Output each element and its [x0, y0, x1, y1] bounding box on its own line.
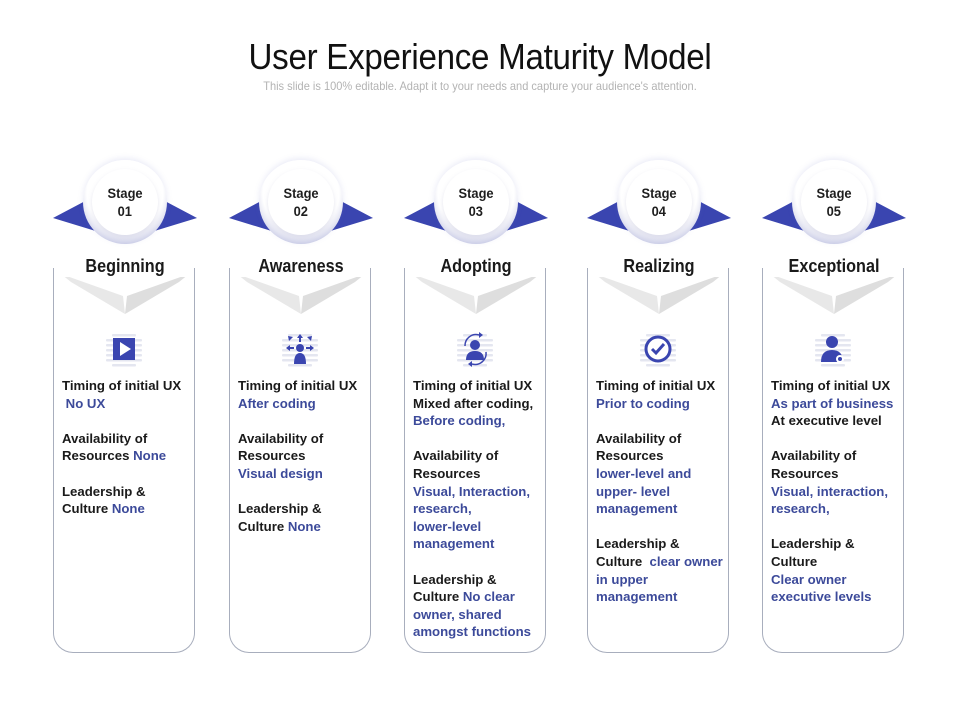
timing-block: Timing of initial UX As part of business…: [771, 377, 906, 430]
timing-block: Timing of initial UX After coding: [238, 377, 373, 412]
detail-label: Availability of Resources: [62, 430, 148, 464]
slide-title: User Experience Maturity Model: [248, 36, 712, 77]
stage-badge-inner: Stage 05: [801, 169, 867, 235]
detail-value: Visual, interaction, research,: [771, 483, 889, 517]
chevron-down-icon: [61, 274, 189, 314]
stage-column-04: Stage 04 Realizing Timing of initial UX …: [587, 160, 731, 660]
resources-block: Availability of Resources Visual, Intera…: [413, 447, 548, 553]
detail-value: Visual, Interaction, research, lower-lev…: [413, 483, 531, 552]
stage-column-05: Stage 05 Exceptional Timing of initial U…: [762, 160, 906, 660]
stage-number: 04: [651, 203, 667, 219]
stage-badge-inner: Stage 01: [92, 169, 158, 235]
detail-label: Timing of initial UX: [596, 378, 716, 393]
chevron-down-icon: [770, 274, 898, 314]
slide-subtitle: This slide is 100% editable. Adapt it to…: [263, 79, 697, 93]
detail-label: Availability of Resources: [771, 448, 857, 481]
leadership-block: Leadership & Culture None: [62, 483, 197, 518]
detail-value: None: [111, 501, 145, 517]
stage-name: Exceptional: [769, 256, 899, 277]
stage-details: Timing of initial UX Mixed after coding,…: [413, 377, 548, 659]
stage-number: 01: [117, 203, 133, 219]
resources-block: Availability of Resources Visual, intera…: [771, 447, 906, 517]
leadership-block: Leadership & Culture No clear owner, sha…: [413, 571, 548, 641]
detail-label: Timing of initial UX: [238, 378, 358, 393]
chevron-down-icon: [595, 274, 723, 314]
check-circle-icon: [634, 330, 682, 368]
stage-badge-inner: Stage 03: [443, 169, 509, 235]
stage-column-01: Stage 01 Beginning Timing of initial UX …: [53, 160, 197, 660]
timing-block: Timing of initial UX No UX: [62, 377, 197, 412]
stage-badge: Stage 05: [792, 160, 876, 244]
stage-card: [53, 268, 195, 653]
stage-card: [762, 268, 904, 653]
stage-name: Beginning: [60, 256, 190, 277]
stage-label: Stage: [107, 185, 143, 201]
detail-value: Clear owner executive levels: [771, 571, 872, 605]
resources-block: Availability of Resources lower-level an…: [596, 430, 731, 518]
chevron-down-icon: [237, 274, 365, 314]
detail-label: Leadership & Culture: [771, 536, 855, 569]
detail-label: Leadership & Culture: [413, 571, 497, 605]
detail-label: Leadership & Culture: [238, 501, 322, 534]
detail-value: lower-level and upper- level management: [596, 465, 692, 517]
stage-number: 02: [293, 203, 309, 219]
stage-badge: Stage 04: [617, 160, 701, 244]
stage-card: [229, 268, 371, 653]
stage-badge-inner: Stage 02: [268, 169, 334, 235]
detail-value: None: [133, 448, 167, 464]
stage-number: 03: [468, 203, 484, 219]
timing-block: Timing of initial UX Prior to coding: [596, 377, 731, 412]
timing-block: Timing of initial UX Mixed after coding,…: [413, 377, 548, 430]
stage-label: Stage: [458, 185, 494, 201]
detail-value: Before coding,: [413, 413, 506, 429]
stage-badge-inner: Stage 04: [626, 169, 692, 235]
stage-label: Stage: [641, 185, 677, 201]
stage-details: Timing of initial UX No UX Availability o…: [62, 377, 197, 535]
detail-value: clear owner in upper management: [596, 553, 723, 605]
stage-number: 05: [826, 203, 842, 219]
stage-badge: Stage 01: [83, 160, 167, 244]
stage-name: Realizing: [594, 256, 724, 277]
leadership-block: Leadership & Culture Clear owner executi…: [771, 535, 906, 605]
resources-block: Availability of Resources None: [62, 430, 197, 465]
detail-value: After coding: [238, 395, 316, 411]
user-cycle-icon: [451, 330, 499, 368]
detail-value: No UX: [65, 395, 106, 411]
detail-value: No clear owner, shared amongst functions: [413, 589, 531, 640]
play-icon: [100, 330, 148, 368]
detail-label: Availability of Resources: [413, 448, 499, 481]
stage-name: Awareness: [236, 256, 366, 277]
detail-value: Visual design: [238, 465, 323, 481]
resources-block: Availability of Resources Visual design: [238, 430, 373, 483]
stage-name: Adopting: [411, 256, 541, 277]
stage-label: Stage: [283, 185, 319, 201]
stage-card: [404, 268, 546, 653]
leadership-block: Leadership & Culture clear owner in uppe…: [596, 535, 731, 605]
detail-label: Timing of initial UX: [62, 378, 182, 393]
stage-column-02: Stage 02 Awareness Timing of initial UX …: [229, 160, 373, 660]
user-settings-icon: [809, 330, 857, 368]
detail-label: Availability of Resources: [238, 430, 324, 464]
stage-label: Stage: [816, 185, 852, 201]
stage-badge: Stage 03: [434, 160, 518, 244]
detail-label: Leadership & Culture: [62, 483, 146, 517]
detail-label: Availability of Resources: [596, 430, 682, 464]
detail-label: At executive level: [771, 413, 882, 429]
detail-label: Leadership & Culture: [596, 536, 680, 569]
leadership-block: Leadership & Culture None: [238, 500, 373, 535]
user-expand-arrows-icon: [276, 330, 324, 368]
stage-details: Timing of initial UX As part of business…: [771, 377, 906, 623]
stage-card: [587, 268, 729, 653]
detail-value: Prior to coding: [596, 395, 690, 411]
detail-label: Timing of initial UX: [771, 378, 891, 393]
detail-value: As part of business: [771, 395, 894, 411]
detail-label: Timing of initial UX Mixed after coding,: [413, 378, 534, 411]
stage-badge: Stage 02: [259, 160, 343, 244]
stage-column-03: Stage 03 Adopting Timing of initial UX M…: [404, 160, 548, 660]
chevron-down-icon: [412, 274, 540, 314]
detail-value: None: [287, 518, 321, 534]
